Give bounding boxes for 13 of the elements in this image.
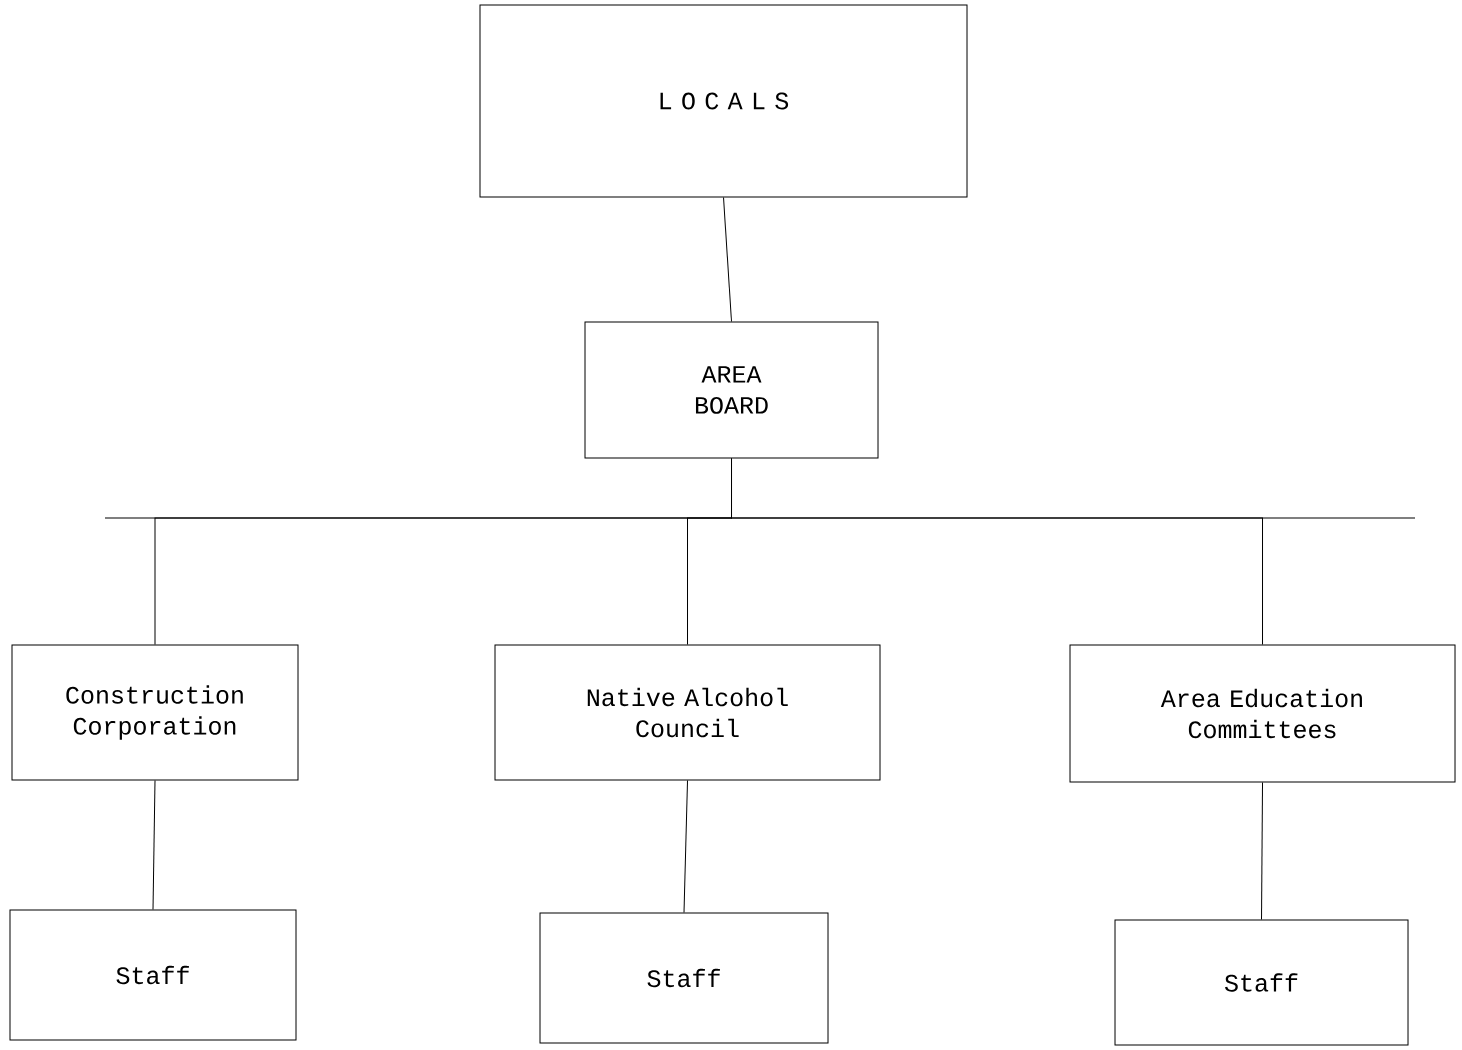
org-box: Construction Corporation (11, 644, 299, 781)
connector-line (152, 780, 156, 910)
org-box: AREA BOARD (584, 321, 879, 459)
org-box: Area Education Committees (1069, 644, 1456, 783)
org-box: Native Alcohol Council (494, 644, 881, 781)
org-box: Staff (9, 909, 297, 1041)
org-box: Staff (539, 912, 829, 1044)
connector-line (723, 197, 732, 322)
org-box: Staff (1114, 919, 1409, 1046)
connector-line (1261, 782, 1263, 920)
connector-line (731, 458, 1263, 645)
org-box: L O C A L S (479, 4, 968, 198)
connector-line (683, 780, 688, 913)
